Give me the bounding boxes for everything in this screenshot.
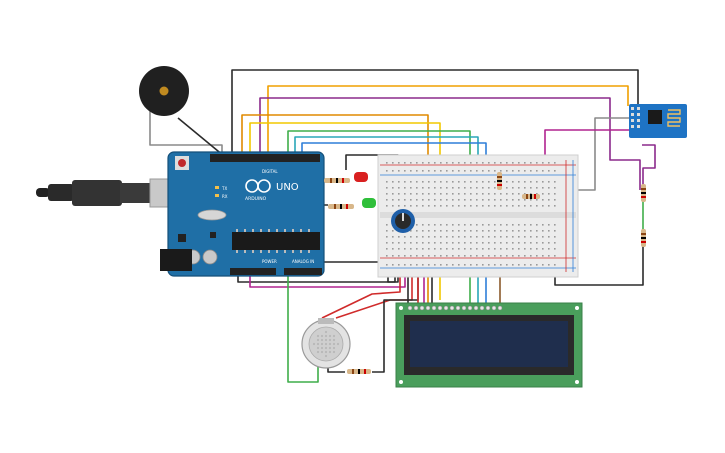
led-green-icon <box>362 198 376 208</box>
resistor-icon <box>347 369 371 374</box>
arduino-brand-label: UNO <box>276 182 299 193</box>
wire-black-bottom <box>237 272 396 283</box>
breadboard-holes <box>386 162 556 266</box>
resistor-icon <box>522 194 540 199</box>
wire-darkorange-lcd <box>241 114 429 182</box>
usb-cable-icon <box>36 178 181 208</box>
arduino-logo-icon <box>245 179 271 193</box>
knob-icon <box>391 209 415 233</box>
wire-orange-esp <box>267 85 629 156</box>
wire-gray-buzzer <box>149 110 223 156</box>
arduino-tx-label: TX <box>221 186 227 191</box>
wire-black-sensor <box>320 261 399 283</box>
resistor-icon <box>497 172 502 190</box>
arduino-analog-label: ANALOG IN <box>292 259 314 264</box>
lcd-display-16x2 <box>395 302 583 388</box>
arduino-digital-label: DIGITAL <box>262 169 278 174</box>
arduino-rx-label: RX <box>222 194 228 199</box>
resistor-icon <box>328 204 354 209</box>
led-red-icon <box>354 172 368 182</box>
wifi-module-icon <box>629 104 687 138</box>
arduino-power-label: POWER <box>262 259 277 264</box>
wire-purple-esp <box>259 97 641 190</box>
wire-magenta-bottom <box>249 270 406 288</box>
piezo-buzzer-icon <box>139 66 189 116</box>
resistor-icon <box>324 178 350 183</box>
wire-black-buzzer <box>177 117 225 157</box>
wire-red-sensor <box>321 268 401 319</box>
wire-purple-resistor <box>642 144 656 185</box>
arduino-logo-text: ARDUINO <box>245 196 267 202</box>
gas-sensor-icon <box>301 318 351 369</box>
wire-black-esp-gnd <box>231 69 639 156</box>
arduino-uno-board: UNO ARDUINO DIGITAL TX RX <box>160 151 325 277</box>
resistor-icon <box>641 184 646 202</box>
resistor-icon <box>641 229 646 247</box>
